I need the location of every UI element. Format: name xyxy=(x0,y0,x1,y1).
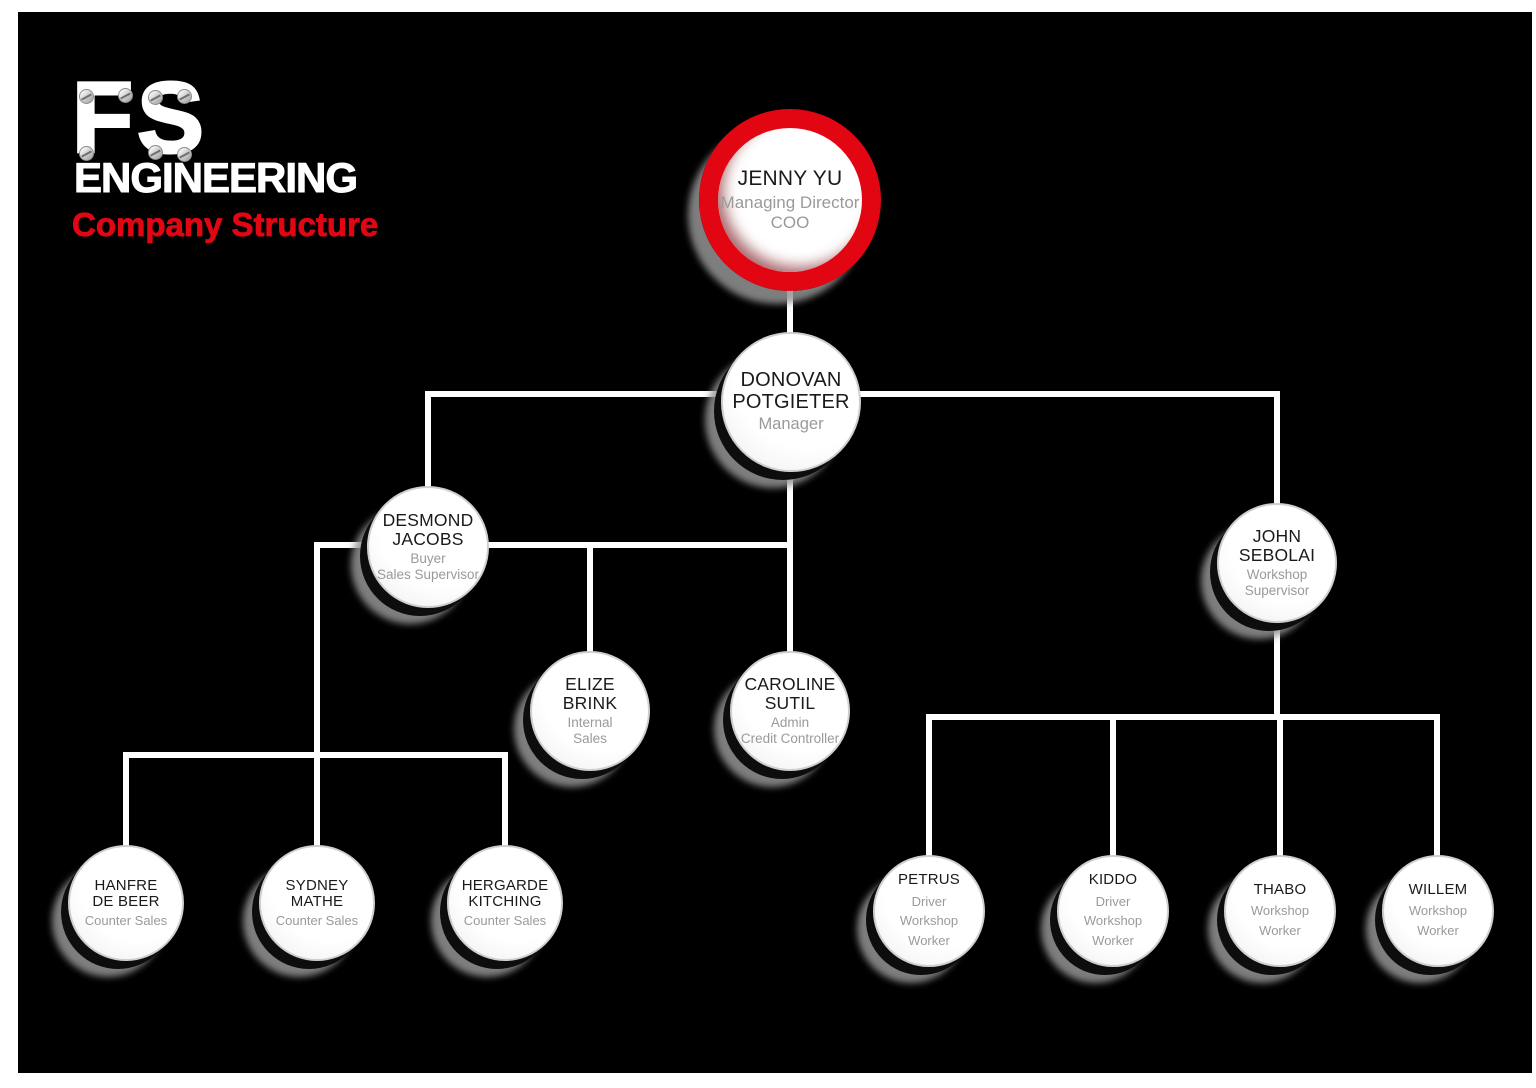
screw-icon xyxy=(79,89,94,104)
connector-drop-john xyxy=(1274,391,1280,511)
connector-drop-sydney xyxy=(314,752,320,852)
screw-icon xyxy=(79,146,94,161)
node-name: JENNY YU xyxy=(737,167,843,191)
node-role: Counter Sales xyxy=(463,912,547,928)
connector-workshop-rail xyxy=(926,714,1440,720)
connector-drop-hergarde xyxy=(502,752,508,852)
connector-drop-petrus xyxy=(926,714,932,860)
screw-icon xyxy=(177,89,192,104)
screw-icon xyxy=(148,145,163,160)
connector-left-branch xyxy=(314,542,320,761)
company-logo: FS ENGINEERING Company Structure xyxy=(71,67,412,255)
connector-jenny-donovan xyxy=(787,285,793,340)
node-name: PETRUS xyxy=(897,871,961,888)
connector-drop-thabo xyxy=(1277,714,1283,860)
node-role: Counter Sales xyxy=(84,912,168,928)
screw-icon xyxy=(177,147,192,162)
connector-drop-hanfre xyxy=(123,752,129,852)
node-name: THABO xyxy=(1253,880,1307,898)
screw-icon xyxy=(118,88,133,103)
node-name: KIDDO xyxy=(1088,871,1138,888)
connector-drop-kiddo xyxy=(1110,714,1116,860)
connector-donovan-caroline xyxy=(787,450,793,660)
node-role: Manager xyxy=(758,415,824,434)
node-role: Counter Sales xyxy=(275,912,359,928)
connector-desmond-rail xyxy=(314,542,793,548)
connector-drop-desmond xyxy=(425,391,431,496)
page-title: Company Structure xyxy=(72,206,379,243)
node-name: WILLEM xyxy=(1408,880,1468,898)
connector-john-branch xyxy=(1274,600,1280,720)
connector-drop-elize xyxy=(587,542,593,657)
logo-brand-subtext: ENGINEERING xyxy=(73,154,358,201)
connector-drop-willem xyxy=(1434,714,1440,860)
screw-icon xyxy=(148,90,163,105)
